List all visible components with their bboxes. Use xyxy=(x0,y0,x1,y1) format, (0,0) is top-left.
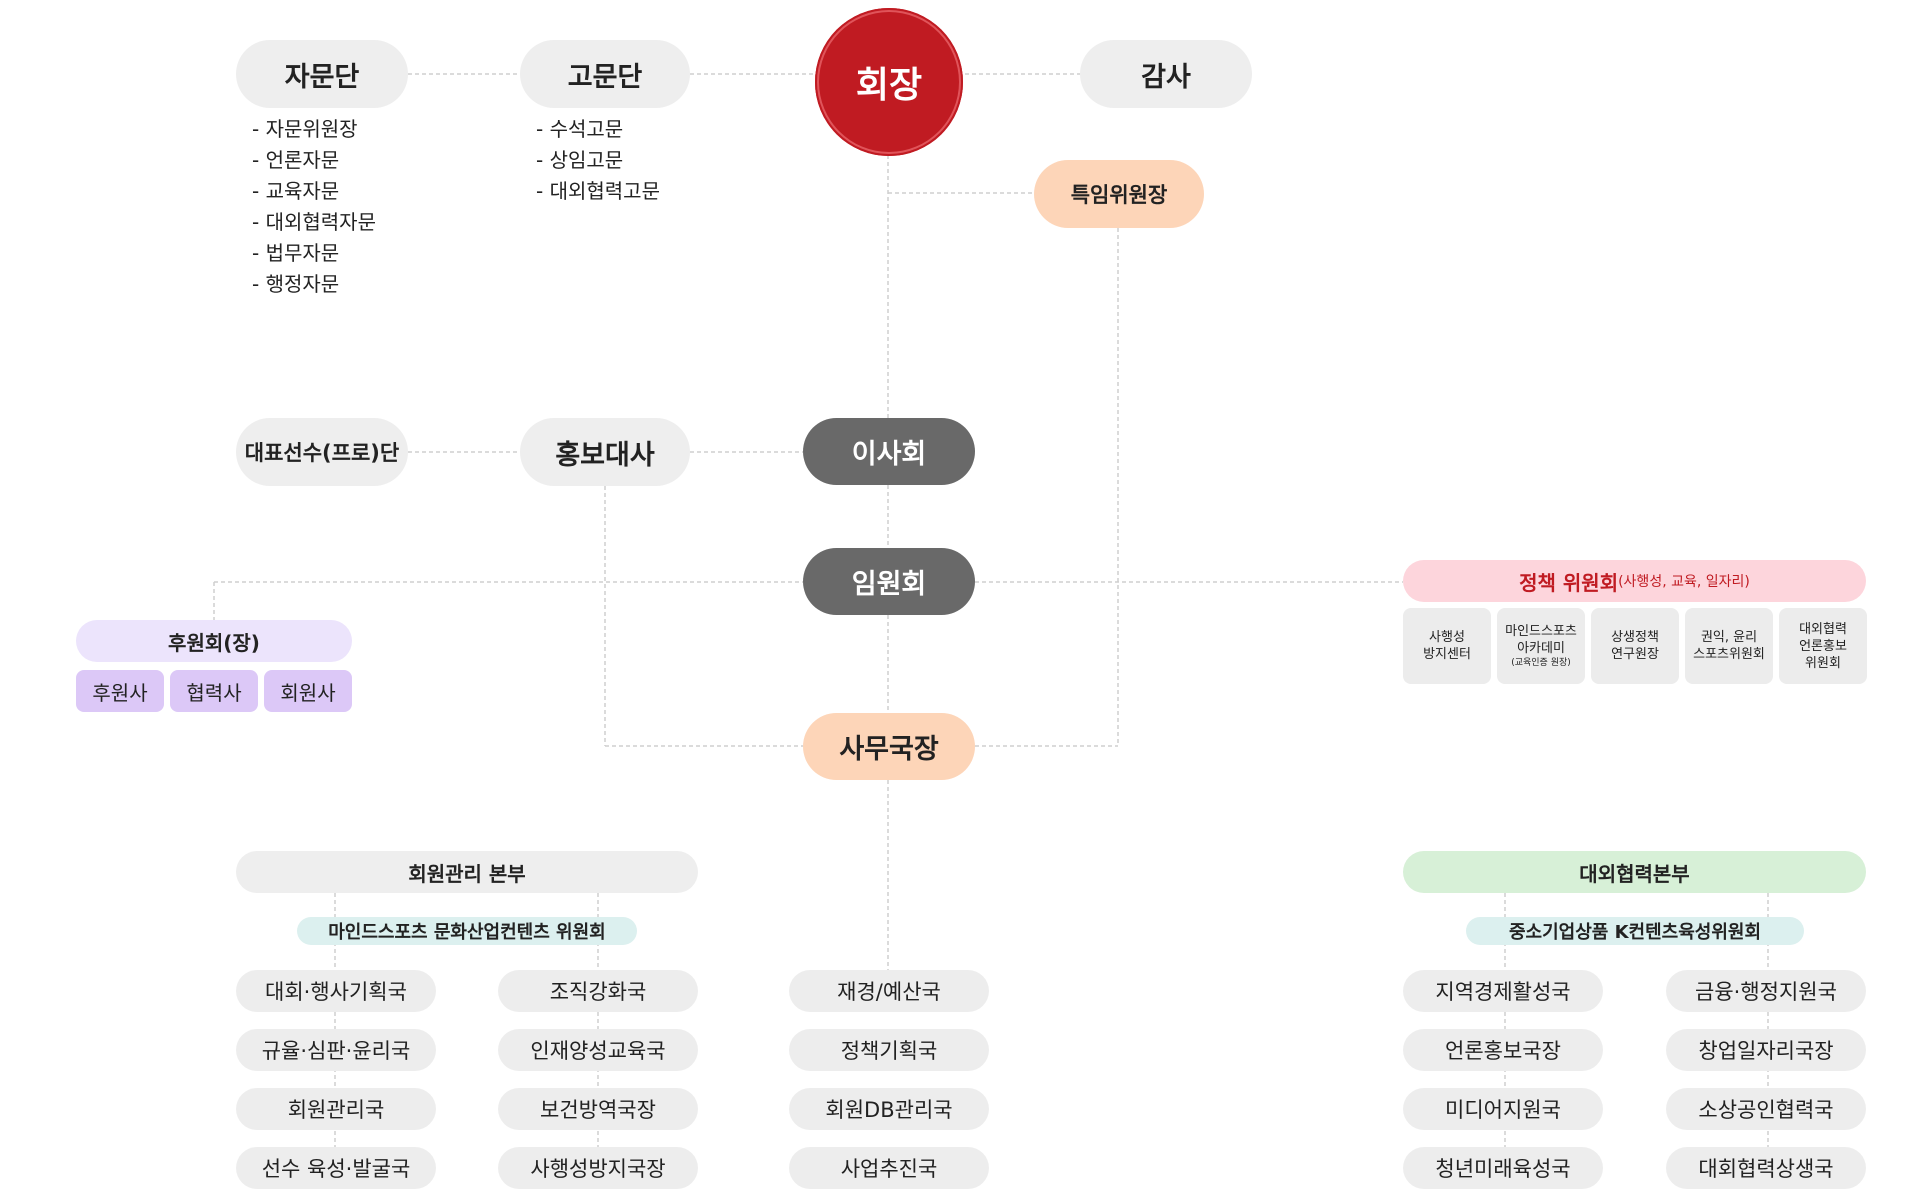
external-hq-dept: 소상공인협력국 xyxy=(1666,1088,1866,1130)
ambassador-node: 홍보대사 xyxy=(520,418,690,486)
policy-item-note: (교육인증 원장) xyxy=(1511,658,1571,668)
sponsor-association-head: 후원회(장) xyxy=(76,620,352,662)
secretariat-dept: 회원DB관리국 xyxy=(789,1088,989,1130)
executives-node: 임원회 xyxy=(803,548,975,615)
advisory-group-node: 자문단 xyxy=(236,40,408,108)
external-hq-dept: 대회협력상생국 xyxy=(1666,1147,1866,1189)
policy-item-line1: 상생정책 xyxy=(1611,630,1659,645)
policy-committee-note: (사행성, 교육, 일자리) xyxy=(1618,574,1750,590)
partner-item: 협력사 xyxy=(170,670,258,712)
advisory-list: 자문위원장 언론자문 교육자문 대외협력자문 법무자문 행정자문 xyxy=(252,114,376,300)
policy-item-line2: 스포츠위원회 xyxy=(1693,647,1765,662)
member-hq-dept: 보건방역국장 xyxy=(498,1088,698,1130)
policy-item: 마인드스포츠 아카데미 (교육인증 원장) xyxy=(1497,608,1585,684)
member-hq-dept: 사행성방지국장 xyxy=(498,1147,698,1189)
counsel-group-node: 고문단 xyxy=(520,40,690,108)
external-hq-dept: 금융·행정지원국 xyxy=(1666,970,1866,1012)
list-item: 수석고문 xyxy=(536,114,660,145)
external-hq-dept: 지역경제활성국 xyxy=(1403,970,1603,1012)
member-hq-head: 회원관리 본부 xyxy=(236,851,698,893)
secretary-general-node: 사무국장 xyxy=(803,713,975,780)
sponsor-item: 후원사 xyxy=(76,670,164,712)
member-hq-dept: 인재양성교육국 xyxy=(498,1029,698,1071)
list-item: 상임고문 xyxy=(536,145,660,176)
audit-node: 감사 xyxy=(1080,40,1252,108)
board-node: 이사회 xyxy=(803,418,975,485)
member-hq-dept: 회원관리국 xyxy=(236,1088,436,1130)
policy-item-line3: 위원회 xyxy=(1805,655,1841,671)
list-item: 대외협력자문 xyxy=(252,207,376,238)
policy-item-line2: 아카데미 xyxy=(1517,641,1565,656)
external-hq-dept: 미디어지원국 xyxy=(1403,1088,1603,1130)
policy-item-line2: 연구원장 xyxy=(1611,647,1659,662)
member-hq-dept: 규율·심판·윤리국 xyxy=(236,1029,436,1071)
member-hq-committee: 마인드스포츠 문화산업컨텐츠 위원회 xyxy=(297,917,637,945)
special-committee-chair-node: 특임위원장 xyxy=(1034,160,1204,228)
secretariat-dept: 사업추진국 xyxy=(789,1147,989,1189)
external-hq-committee: 중소기업상품 K컨텐츠육성위원회 xyxy=(1466,917,1804,945)
policy-item-line2: 언론홍보 xyxy=(1799,638,1847,654)
policy-item: 대외협력 언론홍보 위원회 xyxy=(1779,608,1867,684)
list-item: 법무자문 xyxy=(252,238,376,269)
policy-committee-title: 정책 위원회 xyxy=(1519,570,1619,595)
counsel-list: 수석고문 상임고문 대외협력고문 xyxy=(536,114,660,207)
external-hq-head: 대외협력본부 xyxy=(1403,851,1866,893)
member-hq-dept: 선수 육성·발굴국 xyxy=(236,1147,436,1189)
secretariat-dept: 정책기획국 xyxy=(789,1029,989,1071)
president-node: 회장 xyxy=(815,8,963,156)
policy-item-line1: 대외협력 xyxy=(1799,621,1847,637)
policy-item: 권익, 윤리 스포츠위원회 xyxy=(1685,608,1773,684)
policy-item: 상생정책 연구원장 xyxy=(1591,608,1679,684)
external-hq-dept: 창업일자리국장 xyxy=(1666,1029,1866,1071)
policy-committee-head: 정책 위원회(사행성, 교육, 일자리) xyxy=(1403,560,1866,602)
member-company-item: 회원사 xyxy=(264,670,352,712)
list-item: 교육자문 xyxy=(252,176,376,207)
secretariat-dept: 재경/예산국 xyxy=(789,970,989,1012)
member-hq-dept: 대회·행사기획국 xyxy=(236,970,436,1012)
external-hq-dept: 언론홍보국장 xyxy=(1403,1029,1603,1071)
list-item: 자문위원장 xyxy=(252,114,376,145)
policy-item: 사행성 방지센터 xyxy=(1403,608,1491,684)
list-item: 대외협력고문 xyxy=(536,176,660,207)
member-hq-dept: 조직강화국 xyxy=(498,970,698,1012)
representative-players-node: 대표선수(프로)단 xyxy=(236,418,408,486)
policy-item-line1: 마인드스포츠 xyxy=(1505,624,1577,639)
external-hq-dept: 청년미래육성국 xyxy=(1403,1147,1603,1189)
policy-item-line2: 방지센터 xyxy=(1423,647,1471,662)
policy-item-line1: 권익, 윤리 xyxy=(1700,630,1758,645)
list-item: 언론자문 xyxy=(252,145,376,176)
policy-item-line1: 사행성 xyxy=(1429,630,1465,645)
list-item: 행정자문 xyxy=(252,269,376,300)
